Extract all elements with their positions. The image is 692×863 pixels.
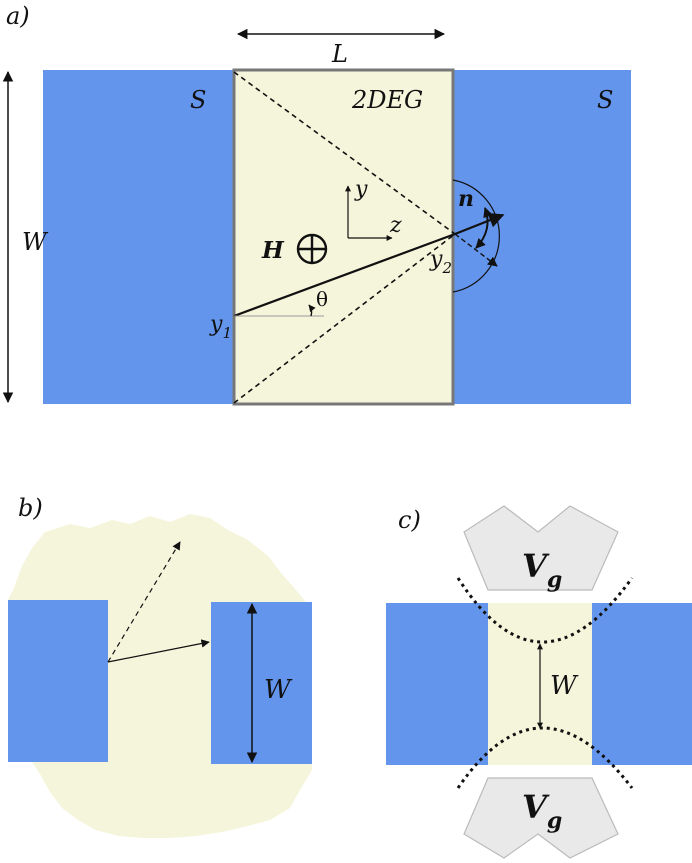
point-y2-label: y2 <box>429 247 452 277</box>
superconductor-left-b <box>8 600 108 762</box>
panel-b-label: b) <box>18 494 43 522</box>
theta-label: θ <box>316 287 328 311</box>
gate-top-label: Vg <box>522 547 562 593</box>
axis-y-label: y <box>354 177 368 202</box>
gate-bottom-label: Vg <box>522 788 562 834</box>
panel-a-label: a) <box>6 2 30 30</box>
trajectory-arrow <box>107 639 210 663</box>
panel-a: a) θ y1 y2 y z H <box>2 2 631 406</box>
width-label: W <box>22 228 49 256</box>
field-into-page-icon <box>296 233 328 265</box>
angle-arc-icon <box>475 207 493 249</box>
normal-label: n <box>458 186 474 212</box>
trajectory-line <box>233 232 456 318</box>
reflection-semicircle <box>452 179 500 293</box>
point-y1-label: y1 <box>209 312 232 342</box>
superconductor-right-b <box>211 602 312 764</box>
superconductor-right-label: S <box>597 86 613 114</box>
depletion-boundary-top <box>456 577 634 644</box>
reflected-arrow <box>454 233 498 267</box>
two-deg-region <box>232 68 455 406</box>
field-label: H <box>261 237 285 264</box>
axis-z-label: z <box>389 213 402 238</box>
superconductor-left-c <box>386 603 488 765</box>
dashed-diagonal-top <box>233 71 456 235</box>
panel-c-label: c) <box>398 506 421 534</box>
width-label-c: W <box>550 671 579 701</box>
theta-arc <box>308 304 316 317</box>
length-label: L <box>331 40 348 68</box>
gate-bottom <box>463 777 619 859</box>
two-deg-label: 2DEG <box>351 86 423 114</box>
superconductor-left <box>43 70 235 404</box>
superconductor-right-c <box>592 603 692 765</box>
superconductor-right <box>453 70 631 404</box>
panel-c: c) Vg Vg W <box>386 505 692 859</box>
dashed-diagonal-bottom <box>233 233 456 404</box>
width-label-b: W <box>264 675 293 705</box>
gate-top <box>463 505 619 591</box>
superconductor-left-label: S <box>190 86 206 114</box>
panel-b: b) W <box>8 494 312 838</box>
